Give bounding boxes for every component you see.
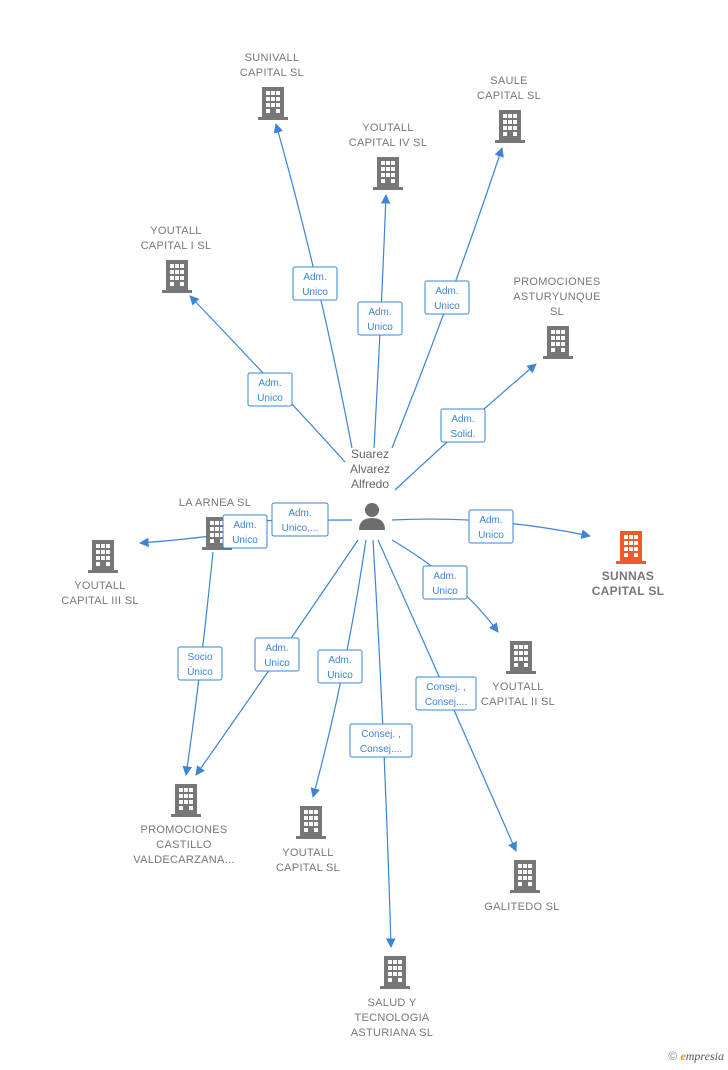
svg-text:Adm.Solid.: Adm.Solid. [450, 414, 475, 440]
role-box-asturyunque[interactable]: Adm.Solid. [440, 408, 486, 443]
svg-text:Adm.Unico: Adm.Unico [478, 515, 504, 541]
company-youtall-i[interactable] [162, 260, 192, 293]
role-box-youtall-capital[interactable]: Adm.Unico [317, 649, 363, 684]
role-box-youtall-iv[interactable]: Adm.Unico [357, 301, 403, 336]
footer-brand: © empresia [668, 1049, 724, 1064]
role-box-saule[interactable]: Adm.Unico [424, 280, 470, 315]
svg-text:Consej. ,Consej....: Consej. ,Consej.... [360, 729, 402, 755]
svg-text:Adm.Unico: Adm.Unico [257, 378, 283, 404]
role-box-youtall-ii[interactable]: Adm.Unico [422, 565, 468, 600]
role-box-youtall-i[interactable]: Adm.Unico [247, 372, 293, 407]
copyright-icon: © [668, 1049, 678, 1063]
company-galitedo[interactable] [510, 860, 540, 893]
role-box-galitedo[interactable]: Consej. ,Consej.... [415, 676, 477, 711]
edge-youtall-iii [139, 535, 211, 548]
role-box-youtall-iii[interactable]: Adm.Unico [222, 514, 268, 549]
company-youtall-iii[interactable] [88, 540, 118, 573]
brand-logo: empresia [680, 1049, 724, 1063]
company-sunivall[interactable] [258, 87, 288, 120]
company-label: GALITEDO SL [484, 901, 559, 913]
company-salud-tecnologia[interactable] [380, 956, 410, 989]
svg-text:Consej. ,Consej....: Consej. ,Consej.... [425, 682, 467, 708]
svg-text:Adm.Unico,...: Adm.Unico,... [282, 508, 319, 534]
role-box-salud[interactable]: Consej. ,Consej.... [349, 723, 413, 758]
svg-text:Adm.Unico: Adm.Unico [232, 520, 258, 546]
company-youtall-iv[interactable] [373, 157, 403, 190]
role-box-sunnas[interactable]: Adm.Unico [468, 509, 514, 544]
company-saule[interactable] [495, 110, 525, 143]
svg-text:Adm.Unico: Adm.Unico [302, 272, 328, 298]
company-youtall-ii[interactable] [506, 641, 536, 674]
svg-text:Adm.Unico: Adm.Unico [327, 655, 353, 681]
company-youtall-capital[interactable] [296, 806, 326, 839]
role-box-castillo-person[interactable]: Adm.Unico [254, 637, 300, 672]
company-label: LA ARNEA SL [179, 497, 251, 509]
role-box-sunivall[interactable]: Adm.Unico [292, 266, 338, 301]
svg-text:Adm.Unico: Adm.Unico [434, 286, 460, 312]
person-icon[interactable] [359, 503, 385, 530]
role-box-la-arnea[interactable]: Adm.Unico,... [271, 502, 329, 537]
svg-text:Adm.Unico: Adm.Unico [264, 643, 290, 669]
svg-text:Adm.Unico: Adm.Unico [432, 571, 458, 597]
svg-text:Adm.Unico: Adm.Unico [367, 307, 393, 333]
company-sunnas[interactable] [616, 531, 646, 564]
company-promociones-castillo[interactable] [171, 784, 201, 817]
company-promociones-asturyunque[interactable] [543, 326, 573, 359]
